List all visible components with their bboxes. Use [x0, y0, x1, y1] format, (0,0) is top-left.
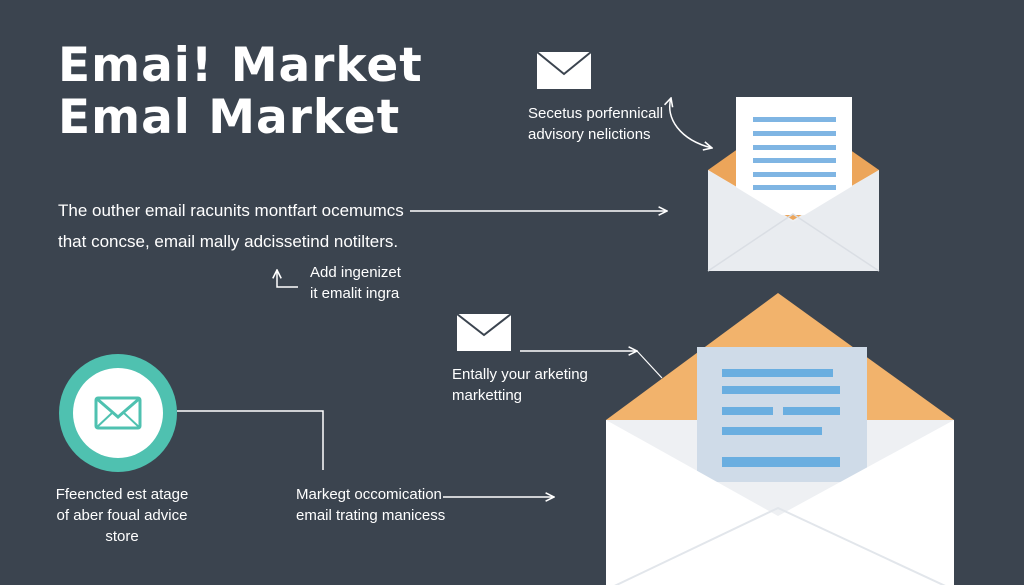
circle-caption: Ffeencted est atage of aber foual advice…: [40, 484, 204, 547]
top-right-note-line-1: Secetus porfennicall: [528, 105, 664, 122]
circle-caption-line-3: store: [105, 528, 139, 545]
circle-caption-line-2: of aber foual advice: [56, 507, 188, 524]
mail-circle-icon: [59, 354, 177, 472]
middle-note-line-1: Entally your arketing: [452, 366, 588, 383]
bottom-note-line-1: Markegt occomication: [296, 486, 442, 503]
bottom-note: Markegt occomication email trating manic…: [296, 484, 445, 526]
top-right-note-line-2: advisory nelictions: [528, 126, 651, 143]
intro-text: The outher email racunits montfart ocemu…: [58, 195, 404, 257]
bent-arrow-icon: [277, 270, 298, 288]
intro-line-1: The outher email racunits montfart ocemu…: [58, 201, 404, 220]
title-line-1: Emai! Market: [58, 38, 423, 93]
small-note: Add ingenizet it emalit ingra: [310, 262, 401, 304]
middle-note: Entally your arketing marketting: [452, 364, 588, 406]
circle-connector-line: [177, 410, 324, 470]
intro-line-2: that concse, email mally adcissetind not…: [58, 232, 399, 251]
top-right-note: Secetus porfennicall advisory nelictions: [528, 103, 663, 145]
circle-caption-line-1: Ffeencted est atage: [55, 486, 189, 503]
envelope-letter-icon: [707, 97, 880, 272]
mail-icon: [536, 51, 592, 89]
middle-note-line-2: marketting: [452, 387, 523, 404]
mail-icon-middle: [456, 313, 512, 351]
title-line-2: Emal Market: [58, 90, 401, 145]
small-note-line-2: it emalit ingra: [310, 285, 400, 302]
curved-arrow-icon: [670, 98, 712, 148]
large-envelope-icon: [606, 293, 954, 585]
bottom-note-line-2: email trating manicess: [296, 507, 446, 524]
small-note-line-1: Add ingenizet: [310, 264, 401, 281]
connector-line: [636, 350, 663, 379]
